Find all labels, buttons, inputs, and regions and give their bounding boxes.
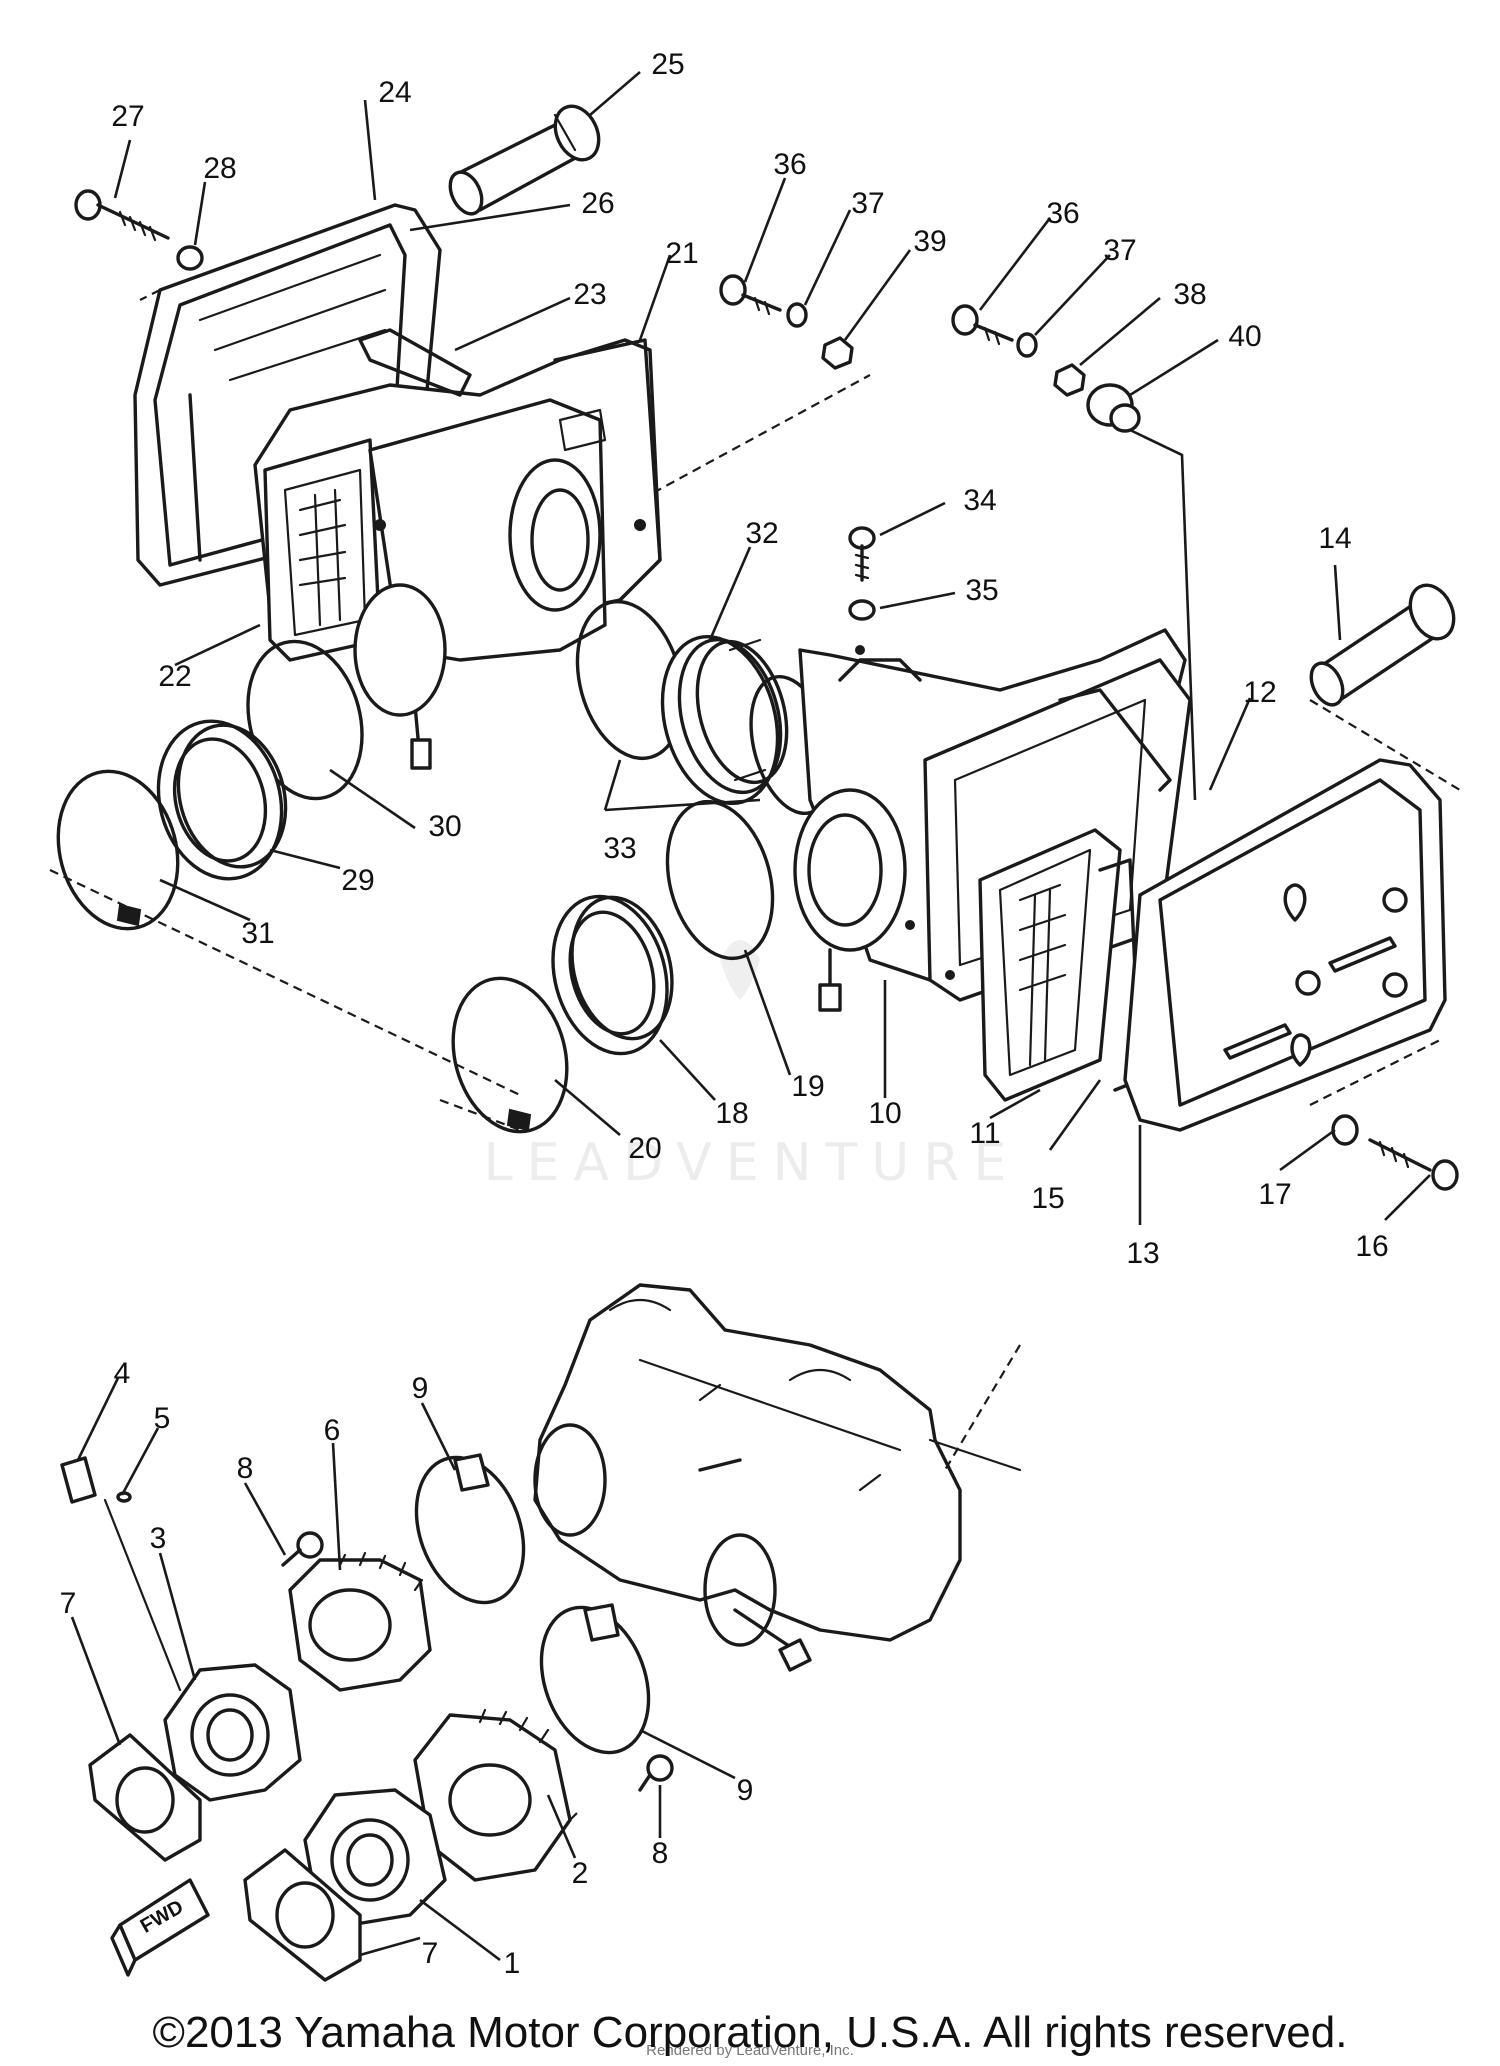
callout-33: 33	[603, 832, 636, 865]
carburetor-joint-parts: FWD	[60, 1453, 674, 1982]
callout-15: 15	[1031, 1182, 1064, 1215]
callout-14: 14	[1318, 522, 1351, 555]
callout-7-upper: 7	[60, 1587, 77, 1620]
callout-25: 25	[651, 48, 684, 81]
watermark: LEADVENTURE	[484, 940, 1021, 1193]
callout-10: 10	[868, 1097, 901, 1130]
upper-hardware	[74, 104, 1459, 1191]
callout-30: 30	[428, 810, 461, 843]
callout-6: 6	[324, 1414, 341, 1447]
callout-3: 3	[150, 1522, 167, 1555]
callout-8-upper: 8	[237, 1452, 254, 1485]
callout-labels: 25 24 27 28 26 21 23 36 37 39 36 37 38 4…	[60, 48, 1389, 1980]
callout-13: 13	[1126, 1237, 1159, 1270]
callout-2: 2	[572, 1857, 589, 1890]
callout-40: 40	[1228, 320, 1261, 353]
callout-35: 35	[965, 574, 998, 607]
callout-28: 28	[203, 152, 236, 185]
callout-36-left: 36	[773, 148, 806, 181]
callout-4: 4	[114, 1357, 131, 1390]
callout-9-lower: 9	[737, 1774, 754, 1807]
callout-29: 29	[341, 864, 374, 897]
leader-lines	[70, 71, 1431, 1962]
callout-24: 24	[378, 76, 411, 109]
callout-18: 18	[715, 1097, 748, 1130]
callout-39: 39	[913, 225, 946, 258]
callout-11: 11	[969, 1117, 1000, 1150]
callout-37-right: 37	[1103, 234, 1136, 267]
callout-38: 38	[1173, 278, 1206, 311]
copyright-notice: ©2013 Yamaha Motor Corporation, U.S.A. A…	[152, 2008, 1348, 2057]
callout-12: 12	[1243, 676, 1276, 709]
callout-36-right: 36	[1046, 197, 1079, 230]
callout-26: 26	[581, 187, 614, 220]
callout-22: 22	[158, 660, 191, 693]
callout-31: 31	[241, 917, 274, 950]
callout-16: 16	[1355, 1230, 1388, 1263]
callout-37-left: 37	[851, 187, 884, 220]
callout-23: 23	[573, 278, 606, 311]
watermark-text: LEADVENTURE	[484, 1133, 1021, 1193]
right-joints-and-clamps	[451, 799, 775, 1134]
right-air-cleaner-cover	[1123, 758, 1447, 1132]
callout-34: 34	[963, 484, 996, 517]
callout-17: 17	[1258, 1178, 1291, 1211]
callout-1: 1	[504, 1947, 521, 1980]
left-joints-and-clamps	[56, 639, 364, 931]
engine-outline	[533, 1283, 1022, 1672]
callout-27: 27	[111, 100, 144, 133]
left-air-box-case	[253, 328, 662, 770]
callout-20: 20	[628, 1132, 661, 1165]
callout-32: 32	[745, 517, 778, 550]
render-credit: Rendered by LeadVenture, Inc.	[646, 2042, 854, 2059]
callout-21: 21	[665, 237, 698, 270]
callout-7-lower: 7	[422, 1937, 439, 1970]
callout-9-upper: 9	[412, 1372, 429, 1405]
right-air-box-case	[793, 628, 1192, 1102]
callout-8-lower: 8	[652, 1837, 669, 1870]
callout-5: 5	[154, 1402, 171, 1435]
callout-19: 19	[791, 1070, 824, 1103]
